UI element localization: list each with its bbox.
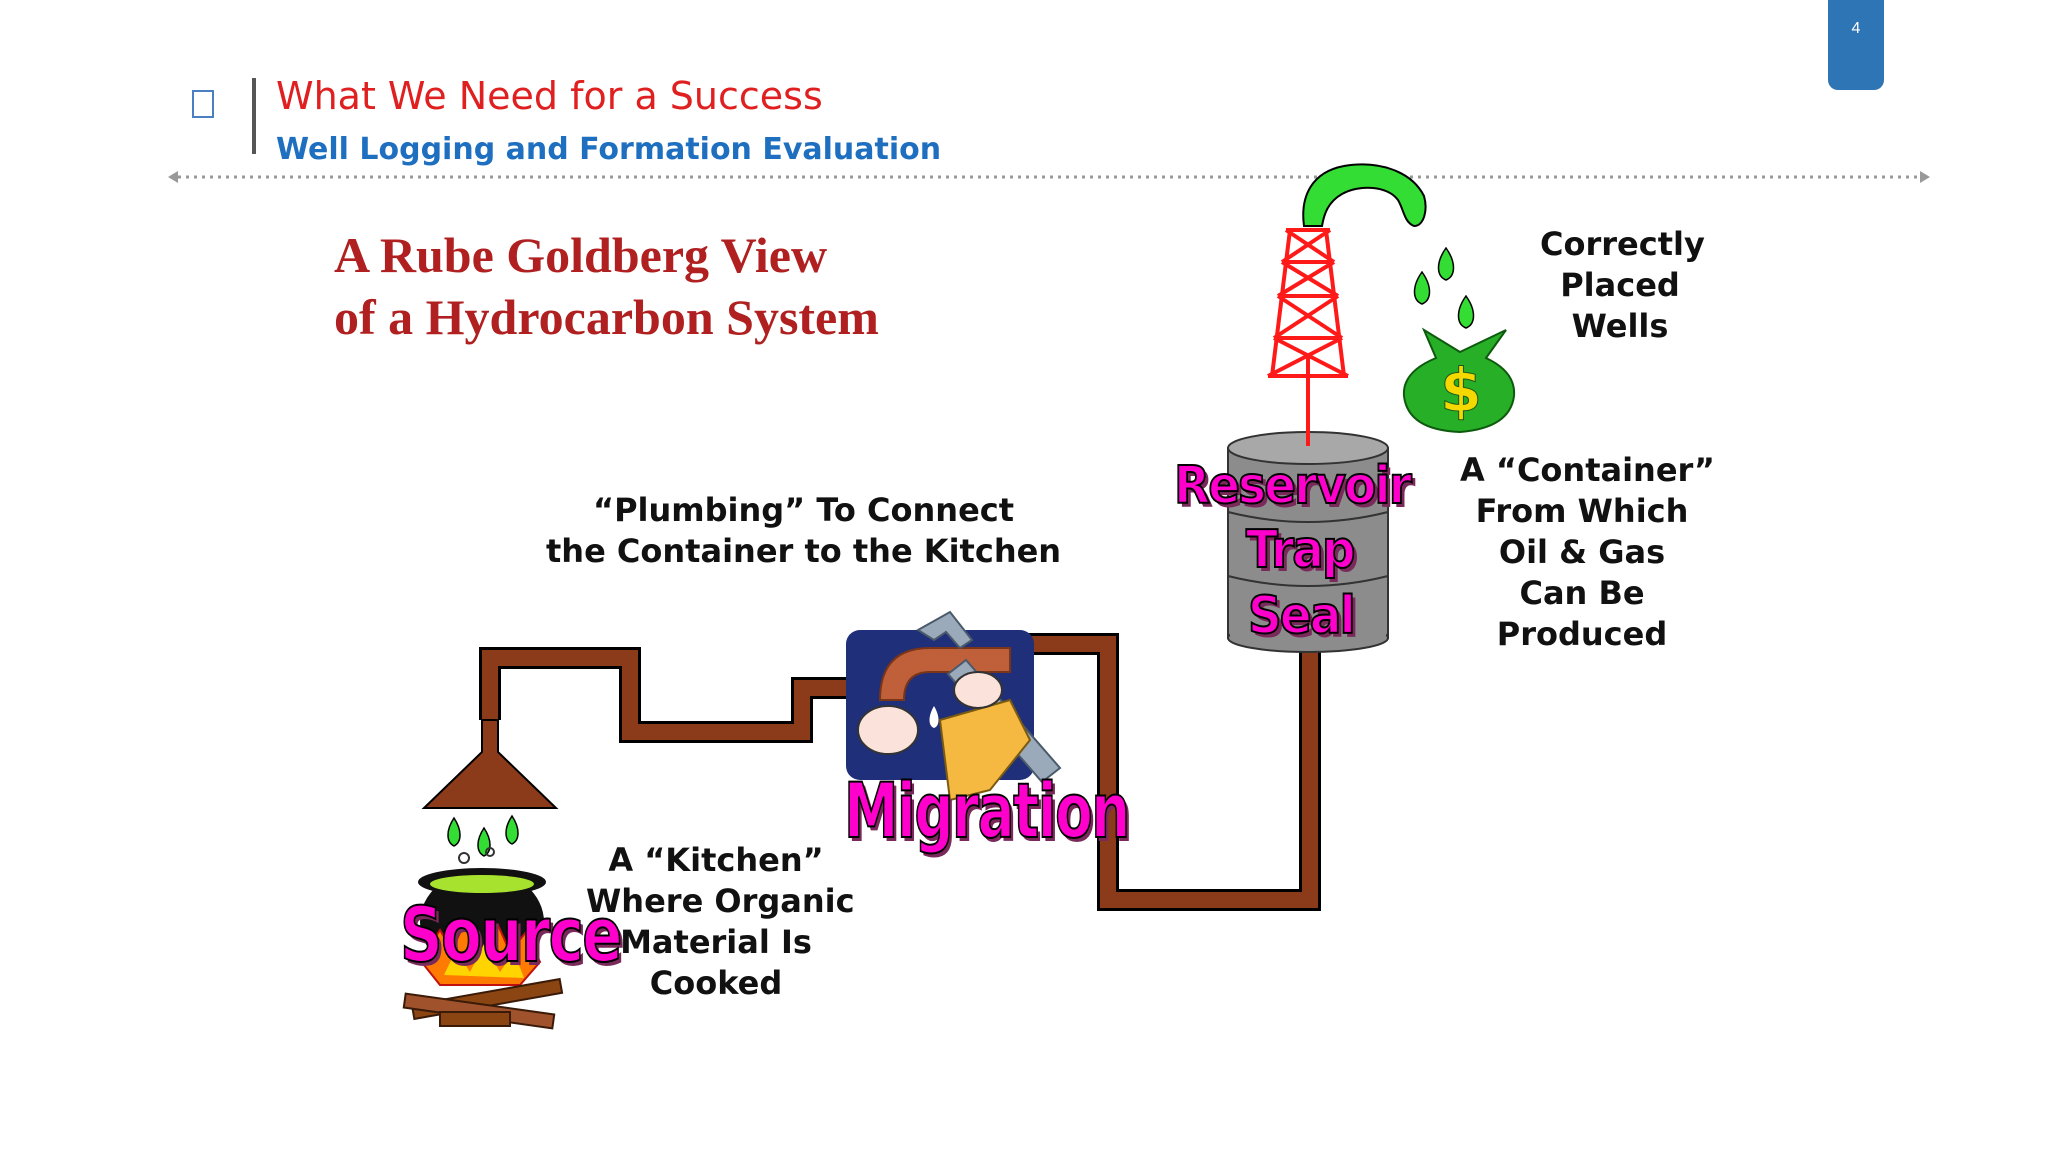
kitchen-hood xyxy=(421,719,559,809)
oil-drops xyxy=(1413,246,1475,329)
trap-label: Trap xyxy=(1245,519,1356,581)
caption-line: Produced xyxy=(1496,615,1668,653)
slide-title: A Rube Goldberg View of a Hydrocarbon Sy… xyxy=(334,224,879,348)
checkbox-icon xyxy=(192,90,214,118)
migration-label: Migration xyxy=(843,765,1131,856)
dollar-sign: $ xyxy=(1440,356,1483,427)
caption-line: Wells xyxy=(1571,307,1669,345)
header-subtitle: Well Logging and Formation Evaluation xyxy=(276,132,942,167)
seal-label: Seal xyxy=(1247,585,1356,647)
header-accent-bar xyxy=(252,78,256,154)
slide-title-line-1: A Rube Goldberg View xyxy=(334,227,828,283)
money-bag-icon xyxy=(1402,327,1516,434)
caption-line: Oil & Gas xyxy=(1498,533,1666,571)
campfire xyxy=(402,917,564,1030)
caption-line: the Container to the Kitchen xyxy=(546,532,1062,570)
oil-gusher-icon xyxy=(1302,163,1427,228)
kitchen-caption: A “Kitchen” Where Organic Material Is Co… xyxy=(586,840,855,1004)
caption-line: From Which xyxy=(1475,492,1689,530)
reservoir-label: Reservoir xyxy=(1173,455,1413,517)
oil-derrick-icon xyxy=(1267,228,1349,446)
caption-line: Cooked xyxy=(649,964,783,1002)
plumbing-caption: “Plumbing” To Connect the Container to t… xyxy=(546,490,1061,572)
header-divider xyxy=(168,171,1930,183)
caption-line: “Plumbing” To Connect xyxy=(593,491,1015,529)
wells-caption: Correctly Placed Wells xyxy=(1540,224,1705,347)
caption-line: Where Organic xyxy=(586,882,855,920)
wrench-icon xyxy=(846,610,1062,802)
caption-line: Can Be xyxy=(1519,574,1645,612)
source-label: Source xyxy=(399,889,623,980)
migration-pipe xyxy=(479,633,1321,911)
container-caption: A “Container” From Which Oil & Gas Can B… xyxy=(1460,450,1715,655)
caption-line: Correctly xyxy=(1540,225,1705,263)
page-number-tab xyxy=(1828,0,1884,90)
caption-line: A “Kitchen” xyxy=(608,841,824,879)
vapour-drops xyxy=(447,814,519,857)
header-title: What We Need for a Success xyxy=(276,74,823,118)
page-number: 4 xyxy=(1851,20,1861,37)
caption-line: A “Container” xyxy=(1460,451,1715,489)
caption-line: Material Is xyxy=(620,923,812,961)
caption-line: Placed xyxy=(1560,266,1680,304)
slide-title-line-2: of a Hydrocarbon System xyxy=(334,289,879,345)
reservoir-barrel xyxy=(1227,431,1389,653)
